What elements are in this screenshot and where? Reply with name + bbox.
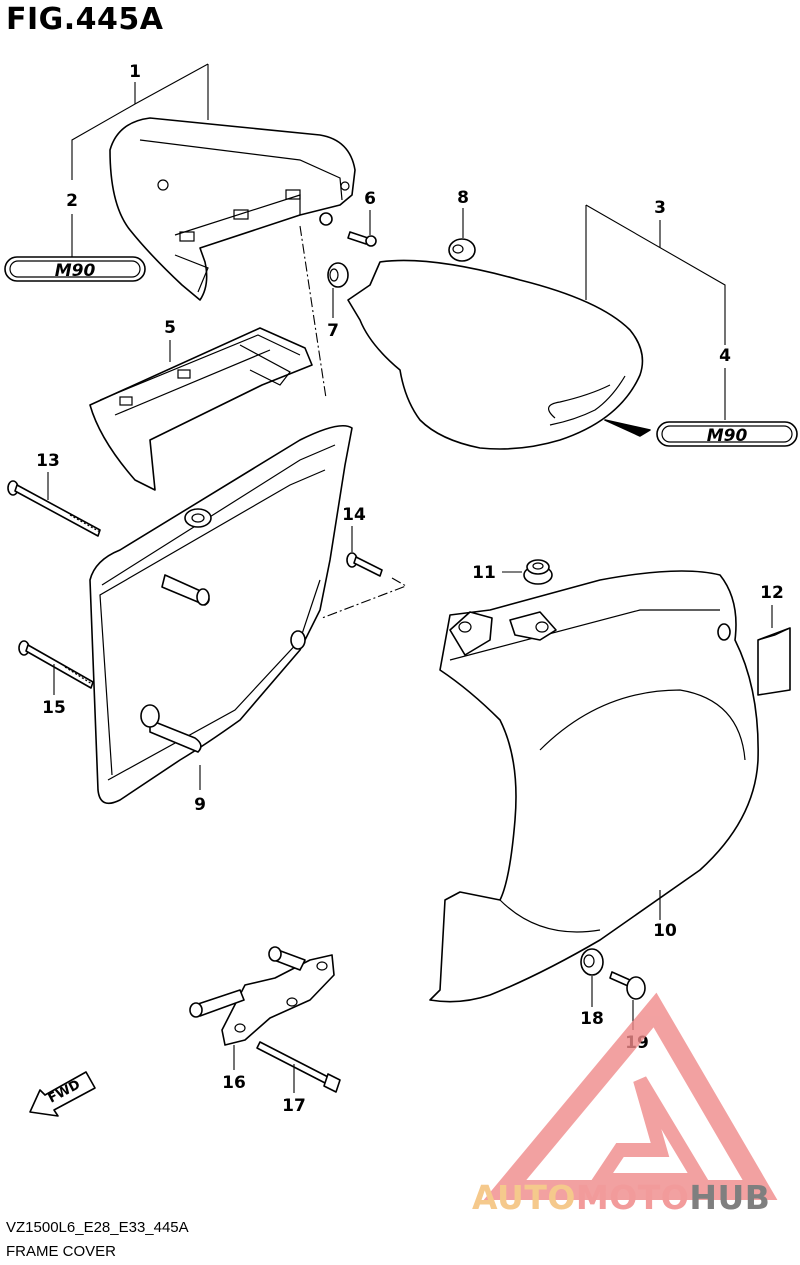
part-10-frame-cover bbox=[429, 570, 759, 1003]
part-6-screw bbox=[319, 212, 377, 247]
callout-12: 12 bbox=[760, 583, 784, 603]
callout-1: 1 bbox=[129, 62, 141, 82]
part-11-grommet bbox=[523, 559, 553, 585]
callout-4: 4 bbox=[719, 346, 731, 366]
callout-2: 2 bbox=[66, 191, 78, 211]
part-7-grommet bbox=[327, 262, 349, 288]
callout-10: 10 bbox=[653, 921, 677, 941]
part-13-bolt bbox=[7, 480, 101, 537]
callout-13: 13 bbox=[36, 451, 60, 471]
part-19-bolt bbox=[609, 971, 646, 1000]
diagram-code: VZ1500L6_E28_E33_445A bbox=[6, 1219, 189, 1236]
part-2-emblem-left: M90 bbox=[4, 256, 146, 282]
callout-18: 18 bbox=[580, 1009, 604, 1029]
callout-17: 17 bbox=[282, 1096, 306, 1116]
callout-15: 15 bbox=[42, 698, 66, 718]
part-16-bracket bbox=[189, 946, 335, 1046]
watermark-logo-icon bbox=[483, 992, 778, 1200]
figure-title: FIG.445A bbox=[6, 2, 164, 37]
part-8-grommet bbox=[448, 238, 476, 262]
part-17-bolt bbox=[256, 1041, 341, 1093]
callout-16: 16 bbox=[222, 1073, 246, 1093]
fwd-arrow-icon: FWD bbox=[29, 1071, 96, 1117]
part-12-cushion-pad bbox=[757, 627, 791, 696]
watermark-text: AUTOMOTOHUB bbox=[472, 1178, 770, 1217]
part-1-left-side-cover bbox=[109, 117, 356, 301]
part-9-frame bbox=[89, 424, 353, 805]
leader-lines bbox=[47, 63, 773, 1093]
callout-9: 9 bbox=[194, 795, 206, 815]
emblem-left-label: M90 bbox=[55, 261, 96, 281]
watermark-word-moto: MOTO bbox=[575, 1178, 690, 1217]
part-4-emblem-right: M90 bbox=[604, 419, 798, 447]
part-14-screw bbox=[346, 552, 383, 577]
callout-8: 8 bbox=[457, 188, 469, 208]
callout-5: 5 bbox=[164, 318, 176, 338]
watermark-word-auto: AUTO bbox=[472, 1178, 576, 1217]
callout-6: 6 bbox=[364, 189, 376, 209]
callout-7: 7 bbox=[327, 321, 339, 341]
callout-14: 14 bbox=[342, 505, 366, 525]
diagram-name: FRAME COVER bbox=[6, 1243, 117, 1260]
part-3-right-side-cover bbox=[347, 259, 644, 450]
watermark-word-hub: HUB bbox=[689, 1178, 771, 1217]
emblem-right-label: M90 bbox=[707, 426, 748, 446]
callout-11: 11 bbox=[472, 563, 496, 583]
part-18-grommet bbox=[580, 948, 604, 976]
part-15-bolt bbox=[18, 640, 94, 689]
part-5-bracket bbox=[89, 327, 313, 491]
callout-labels: 1 2 3 4 5 6 7 8 9 10 11 12 13 14 15 16 1… bbox=[36, 62, 784, 1116]
callout-3: 3 bbox=[654, 198, 666, 218]
